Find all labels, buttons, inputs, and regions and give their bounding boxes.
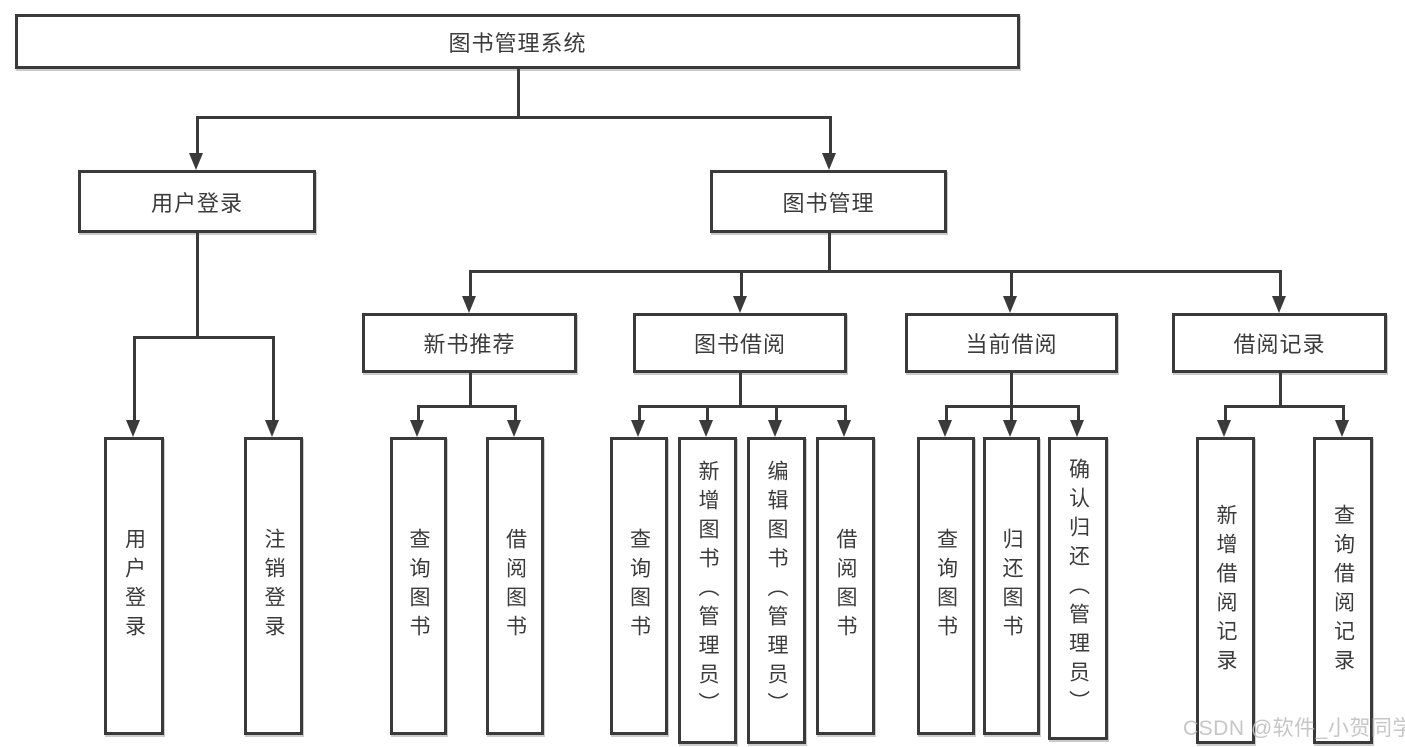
node-label: 借阅记录 [1233,332,1326,357]
arrow-down-icon [1070,420,1084,437]
node-current-borrow: 当前借阅 [905,313,1118,373]
connector-line [1279,373,1282,405]
connector-line [1342,405,1345,421]
node-label: 查询图书 [407,528,430,644]
arrow-down-icon [189,153,203,170]
connector-line [1077,405,1080,421]
arrow-down-icon [938,420,952,437]
node-user-login: 用户登录 [78,170,316,233]
connector-line [739,373,742,405]
node-book-management: 图书管理 [710,170,947,233]
leaf-query-books-current: 查询图书 [917,437,975,735]
connector-line [196,233,199,336]
connector-line [514,405,517,421]
arrow-down-icon [126,420,140,437]
connector-line [945,405,948,421]
leaf-edit-books-admin: 编辑图书（管理员） [747,437,806,744]
leaf-borrow-books-recommend: 借阅图书 [486,437,544,735]
arrow-down-icon [1217,420,1231,437]
node-label: 图书借阅 [693,332,786,357]
arrow-down-icon [410,420,424,437]
connector-line [639,405,846,408]
connector-line [134,336,274,339]
csdn-watermark: CSDN @软件_小贺同学 [1183,717,1405,740]
leaf-borrow-books: 借阅图书 [816,437,875,735]
arrow-down-icon [1003,420,1017,437]
node-label: 借阅图书 [834,528,857,644]
leaf-query-books-recommend: 查询图书 [390,437,447,735]
connector-line [196,116,199,154]
node-label: 当前借阅 [965,332,1058,357]
connector-line [706,405,709,421]
connector-line [272,336,275,421]
connector-line [1279,270,1282,297]
node-label: 归还图书 [1000,528,1023,644]
node-label: 查询图书 [627,528,651,644]
leaf-query-borrow-record: 查询借阅记录 [1313,437,1373,744]
connector-line [946,405,1079,408]
node-root-library-system: 图书管理系统 [15,14,1020,69]
arrow-down-icon [837,420,851,437]
node-label: 新增图书（管理员） [696,460,719,721]
leaf-query-books-borrow: 查询图书 [610,437,668,735]
arrow-down-icon [631,420,645,437]
arrow-down-icon [1335,420,1349,437]
connector-line [828,233,831,270]
node-label: 查询借阅记录 [1331,503,1355,678]
connector-line [740,270,743,297]
leaf-logout: 注销登录 [244,437,303,735]
arrow-down-icon [462,296,476,313]
node-label: 用户登录 [122,528,146,644]
arrow-down-icon [768,420,782,437]
connector-line [844,405,847,421]
connector-line [1010,270,1013,297]
connector-line [1224,405,1227,421]
node-label: 注销登录 [262,528,285,644]
connector-line [470,270,1281,273]
connector-line [1010,405,1013,421]
connector-line [469,270,472,297]
arrow-down-icon [822,153,836,170]
leaf-add-borrow-record: 新增借阅记录 [1196,437,1255,744]
node-label: 用户登录 [150,190,243,216]
leaf-return-books: 归还图书 [983,437,1040,735]
connector-line [197,116,831,119]
node-label: 新增借阅记录 [1214,503,1237,678]
node-label: 新书推荐 [423,332,516,357]
node-label: 查询图书 [934,528,958,644]
connector-line [775,405,778,421]
arrow-down-icon [1272,296,1286,313]
arrow-down-icon [507,420,521,437]
node-new-book-recommend: 新书推荐 [362,313,577,373]
connector-line [417,405,420,421]
node-borrow-record: 借阅记录 [1172,313,1387,373]
node-label: 借阅图书 [503,528,527,644]
arrow-down-icon [733,296,747,313]
node-label: 图书管理 [782,190,875,216]
connector-line [517,69,520,116]
connector-line [1225,405,1344,408]
leaf-add-books-admin: 新增图书（管理员） [678,437,737,744]
connector-line [469,373,472,405]
node-label: 编辑图书（管理员） [765,460,788,721]
connector-line [638,405,641,421]
connector-line [418,405,516,408]
node-label: 图书管理系统 [448,30,587,56]
node-book-borrow: 图书借阅 [633,313,847,373]
connector-line [1010,373,1013,405]
connector-line [829,116,832,154]
arrow-down-icon [1003,296,1017,313]
connector-line [133,336,136,421]
arrow-down-icon [699,420,713,437]
leaf-user-login: 用户登录 [104,437,164,735]
node-label: 确认归还（管理员） [1066,458,1090,719]
leaf-confirm-return-admin: 确认归还（管理员） [1048,437,1108,740]
arrow-down-icon [265,420,279,437]
